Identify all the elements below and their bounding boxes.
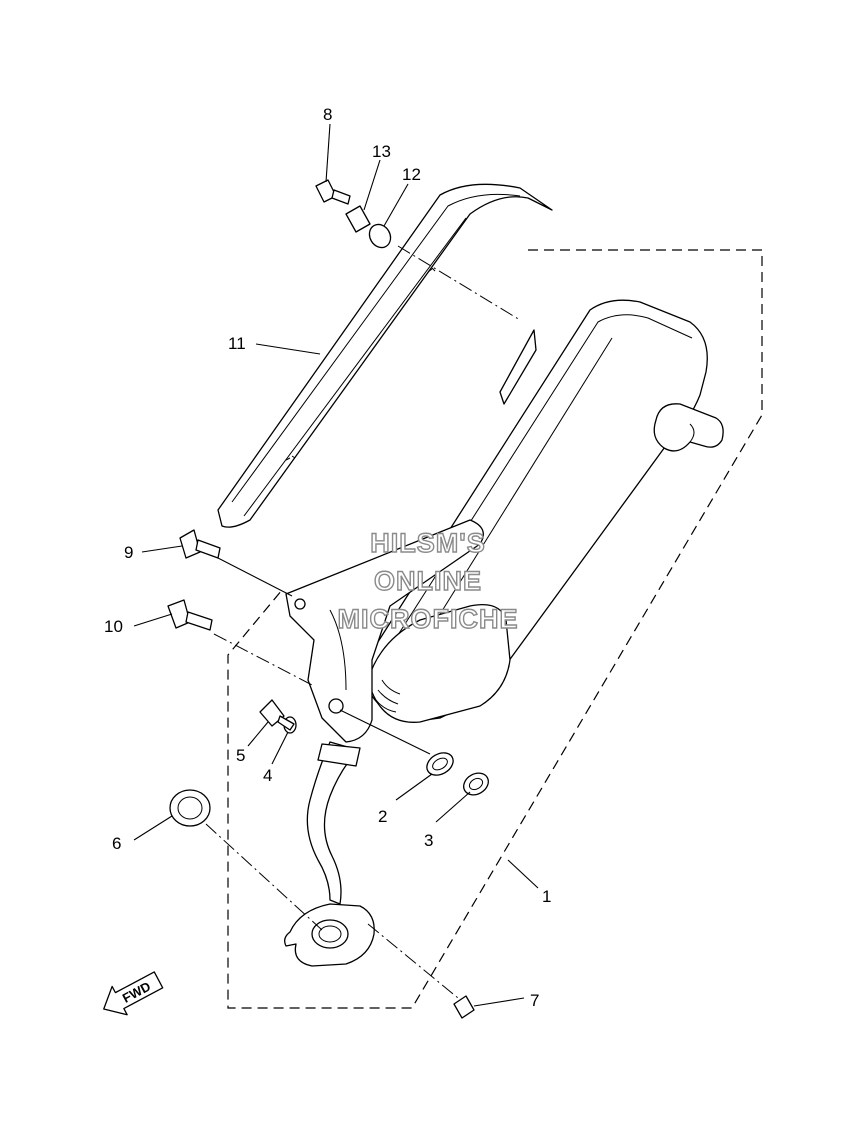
leader-4 bbox=[271, 731, 289, 765]
watermark-line-3: MICROFICHE bbox=[338, 604, 519, 634]
leader-5 bbox=[247, 721, 269, 747]
grommet-part-2[interactable] bbox=[423, 748, 457, 779]
muffler-assembly-part-1[interactable] bbox=[284, 299, 724, 967]
callout-6: 6 bbox=[112, 834, 121, 853]
callout-13: 13 bbox=[372, 142, 391, 161]
callout-8: 8 bbox=[323, 105, 332, 124]
leader-6 bbox=[133, 815, 173, 841]
callout-12: 12 bbox=[402, 165, 421, 184]
watermark-line-2: ONLINE bbox=[374, 566, 482, 596]
leader-3 bbox=[435, 791, 471, 823]
callout-2: 2 bbox=[378, 807, 387, 826]
alignment-line-10 bbox=[213, 633, 315, 687]
bolt-part-8[interactable] bbox=[315, 179, 351, 205]
alignment-line-2 bbox=[339, 709, 431, 755]
bolt-part-10[interactable] bbox=[167, 599, 213, 631]
callout-4: 4 bbox=[263, 766, 272, 785]
assembly-boundary-dashed bbox=[227, 249, 763, 1009]
heat-shield-part-11[interactable] bbox=[217, 183, 553, 528]
callout-11: 11 bbox=[228, 334, 246, 353]
callout-5: 5 bbox=[236, 746, 245, 765]
leader-1 bbox=[507, 859, 539, 889]
watermark-line-1: HILSM'S bbox=[370, 528, 485, 558]
leader-13 bbox=[363, 159, 381, 211]
bolt-part-5[interactable] bbox=[259, 699, 295, 731]
callout-1: 1 bbox=[542, 887, 551, 906]
gasket-part-6[interactable] bbox=[169, 789, 211, 827]
alignment-line-6 bbox=[205, 823, 323, 931]
leader-9 bbox=[141, 545, 183, 553]
alignment-line-9 bbox=[217, 557, 293, 597]
leader-7 bbox=[473, 997, 525, 1007]
grommet-part-12[interactable] bbox=[365, 221, 394, 252]
callout-10: 10 bbox=[104, 617, 123, 636]
leader-2 bbox=[395, 773, 433, 801]
leader-8 bbox=[325, 123, 331, 183]
alignment-line-7 bbox=[367, 923, 459, 999]
bolt-part-7[interactable] bbox=[453, 995, 475, 1019]
fwd-arrow-icon: FWD bbox=[103, 971, 164, 1016]
callout-7: 7 bbox=[530, 991, 539, 1010]
bolt-part-9[interactable] bbox=[179, 529, 221, 559]
leader-10 bbox=[133, 613, 173, 627]
callout-9: 9 bbox=[124, 543, 133, 562]
collar-part-13[interactable] bbox=[345, 205, 371, 233]
callout-3: 3 bbox=[424, 831, 433, 850]
leader-11 bbox=[255, 343, 321, 355]
leader-12 bbox=[383, 183, 409, 227]
collar-part-3[interactable] bbox=[460, 769, 493, 799]
